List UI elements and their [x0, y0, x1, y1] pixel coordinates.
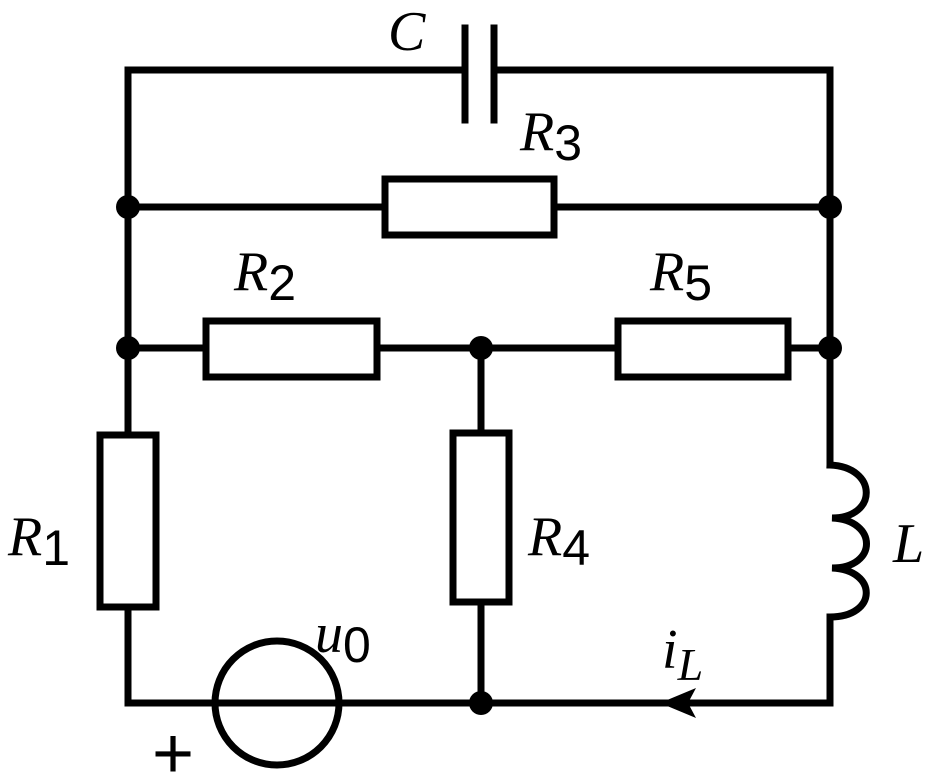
node-right-middle [818, 336, 842, 360]
wires [124, 66, 834, 707]
label-r3: R3 [519, 101, 582, 171]
node-right-top [818, 195, 842, 219]
node-center-middle [469, 336, 493, 360]
node-left-top [116, 195, 140, 219]
inductor-l [826, 461, 870, 621]
resistor-r1 [96, 431, 160, 611]
label-r1: R1 [7, 506, 70, 576]
label-r2: R2 [233, 241, 296, 311]
bottom-wire [336, 613, 834, 707]
capacitor-c [461, 24, 498, 124]
label-u0: u0 [315, 603, 371, 673]
node-bottom-center [469, 691, 493, 715]
label-il: iL [662, 619, 703, 690]
nodes [116, 195, 842, 715]
label-l: L [892, 513, 924, 575]
label-r4: R4 [527, 506, 590, 576]
resistor-r4 [449, 429, 513, 606]
left-bottom-wire [124, 603, 218, 707]
label-c: C [388, 1, 426, 63]
resistor-r2 [202, 317, 381, 381]
polarity-plus: + [152, 714, 194, 778]
resistor-r5 [614, 317, 792, 381]
resistor-r3 [381, 175, 558, 239]
node-left-middle [116, 336, 140, 360]
label-r5: R5 [649, 241, 712, 311]
current-arrow-icon [660, 688, 696, 718]
voltage-source-u0 [211, 637, 343, 769]
